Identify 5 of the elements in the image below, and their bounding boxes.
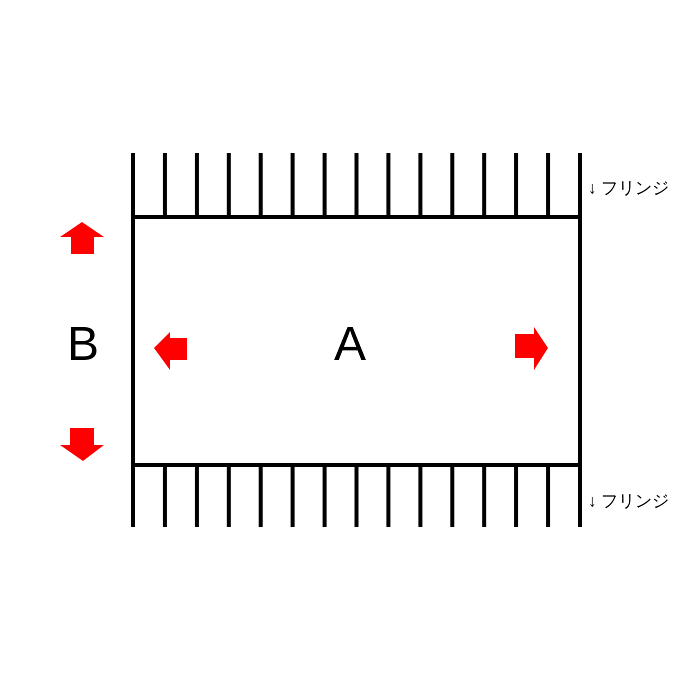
fringe-label: ↓ フリンジ [588, 180, 670, 196]
fringe-label: ↓ フリンジ [588, 492, 670, 510]
area-letter: B [67, 321, 99, 369]
rug-rectangle [131, 215, 582, 467]
area-letter: A [334, 321, 366, 369]
